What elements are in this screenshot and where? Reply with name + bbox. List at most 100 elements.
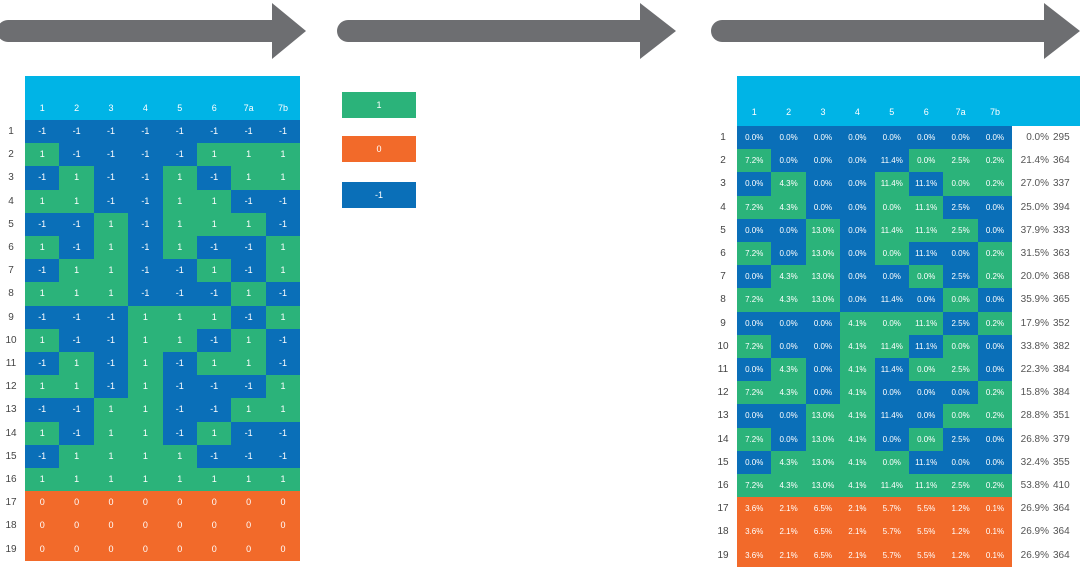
row-label: 10 bbox=[5, 334, 17, 346]
row-label: 15 bbox=[717, 456, 729, 468]
row-count: 295 bbox=[1053, 132, 1070, 143]
matrix-cell: 1 bbox=[25, 189, 60, 213]
matrix-cell: 1 bbox=[162, 328, 197, 352]
matrix-cell: 0 bbox=[265, 537, 301, 561]
weighted-cell: 1.2% bbox=[943, 520, 978, 544]
matrix-cell: -1 bbox=[93, 352, 129, 376]
matrix-cell: 0 bbox=[93, 491, 129, 515]
row-total: 32.4% bbox=[1020, 456, 1049, 468]
weighted-cell: 0.0% bbox=[771, 427, 806, 451]
matrix-cell: -1 bbox=[25, 166, 60, 190]
weighted-cell: 7.2% bbox=[737, 195, 772, 219]
weighted-cell: 0.0% bbox=[943, 450, 978, 474]
weighted-cell: 0.0% bbox=[840, 126, 875, 150]
weighted-cell: 0.0% bbox=[943, 172, 978, 196]
column-header: 6 bbox=[923, 107, 929, 117]
row-label: 9 bbox=[8, 311, 14, 323]
row-label: 19 bbox=[5, 543, 17, 555]
weighted-cell: 4.3% bbox=[771, 381, 806, 405]
weighted-cell: 0.2% bbox=[977, 474, 1013, 498]
matrix-cell: 1 bbox=[59, 468, 94, 492]
matrix-cell: -1 bbox=[128, 189, 163, 213]
matrix-cell: 0 bbox=[128, 514, 163, 538]
weighted-cell: 7.2% bbox=[737, 381, 772, 405]
row-label: 2 bbox=[720, 155, 726, 167]
matrix-cell: -1 bbox=[265, 421, 301, 445]
matrix-cell: 1 bbox=[128, 468, 163, 492]
weighted-cell: 11.1% bbox=[909, 172, 944, 196]
matrix-cell: -1 bbox=[231, 236, 266, 260]
row-total: 0.0% bbox=[1026, 132, 1049, 143]
matrix-cell: -1 bbox=[59, 236, 94, 260]
row-total: 27.0% bbox=[1020, 178, 1049, 190]
matrix-cell: 1 bbox=[197, 421, 232, 445]
column-header: 3 bbox=[108, 103, 114, 113]
row-label: 14 bbox=[5, 427, 17, 439]
weighted-cell: 7.2% bbox=[737, 427, 772, 451]
row-label: 7 bbox=[720, 271, 726, 283]
row-count: 364 bbox=[1053, 503, 1070, 515]
weighted-cell: 0.0% bbox=[840, 218, 875, 242]
matrix-cell: 1 bbox=[162, 189, 197, 213]
matrix-cell: -1 bbox=[162, 375, 197, 399]
weighted-cell: 0.0% bbox=[771, 149, 806, 173]
weighted-cell: 0.0% bbox=[737, 311, 772, 335]
weighted-cell: 6.5% bbox=[805, 497, 841, 521]
weighted-cell: 3.6% bbox=[737, 497, 772, 521]
matrix-cell: 1 bbox=[128, 328, 163, 352]
matrix-cell: -1 bbox=[231, 305, 266, 329]
matrix-cell: -1 bbox=[128, 236, 163, 260]
matrix-cell: 1 bbox=[128, 305, 163, 329]
weighted-cell: 7.2% bbox=[737, 288, 772, 312]
weighted-cell: 0.0% bbox=[840, 288, 875, 312]
weighted-cell: 4.1% bbox=[840, 334, 875, 358]
weighted-cell: 0.0% bbox=[737, 126, 772, 150]
row-count: 355 bbox=[1053, 456, 1070, 468]
matrix-cell: 1 bbox=[128, 375, 163, 399]
row-total: 26.9% bbox=[1020, 549, 1049, 561]
weighted-cell: 0.2% bbox=[977, 265, 1013, 289]
matrix-cell: 1 bbox=[59, 352, 94, 376]
matrix-cell: 1 bbox=[231, 352, 266, 376]
column-header: 7a bbox=[243, 103, 254, 113]
matrix-cell: 1 bbox=[93, 236, 129, 260]
matrix-cell: 1 bbox=[93, 398, 129, 422]
matrix-cell: 1 bbox=[197, 352, 232, 376]
weighted-cell: 0.0% bbox=[840, 172, 875, 196]
matrix-cell: -1 bbox=[128, 120, 163, 144]
matrix-cell: 1 bbox=[265, 305, 301, 329]
row-total: 26.9% bbox=[1020, 503, 1049, 515]
matrix-cell: -1 bbox=[59, 328, 94, 352]
matrix-cell: 1 bbox=[59, 444, 94, 468]
weighted-cell: 0.2% bbox=[977, 242, 1013, 266]
matrix-cell: -1 bbox=[25, 259, 60, 283]
weighted-cell: 0.0% bbox=[977, 358, 1013, 382]
matrix-cell: -1 bbox=[128, 166, 163, 190]
matrix-cell: 0 bbox=[25, 537, 60, 561]
matrix-cell: 1 bbox=[93, 421, 129, 445]
weighted-cell: 2.5% bbox=[943, 427, 978, 451]
row-label: 16 bbox=[5, 474, 17, 485]
weighted-cell: 11.4% bbox=[874, 172, 909, 196]
column-header: 7a bbox=[955, 107, 966, 117]
matrix-cell: 1 bbox=[197, 259, 232, 283]
matrix-cell: -1 bbox=[231, 259, 266, 283]
matrix-cell: 0 bbox=[265, 514, 301, 538]
matrix-cell: -1 bbox=[93, 375, 129, 399]
weighted-cell: 7.2% bbox=[737, 149, 772, 173]
weighted-cell: 13.0% bbox=[805, 404, 841, 428]
weighted-cell: 3.6% bbox=[737, 520, 772, 544]
weighted-cell: 0.0% bbox=[874, 450, 909, 474]
weighted-cell: 0.0% bbox=[737, 450, 772, 474]
weighted-cell: 4.1% bbox=[840, 381, 875, 405]
weighted-cell: 11.4% bbox=[874, 404, 909, 428]
matrix-cell: 0 bbox=[25, 491, 60, 515]
matrix-cell: 0 bbox=[197, 491, 232, 515]
weighted-cell: 11.1% bbox=[909, 311, 944, 335]
weighted-cell: 7.2% bbox=[737, 334, 772, 358]
row-label: 4 bbox=[8, 195, 14, 207]
weighted-cell: 6.5% bbox=[805, 543, 841, 567]
weighted-cell: 0.0% bbox=[909, 427, 944, 451]
weighted-cell: 0.0% bbox=[840, 195, 875, 219]
legend-swatch-negative: -1 bbox=[342, 182, 416, 208]
